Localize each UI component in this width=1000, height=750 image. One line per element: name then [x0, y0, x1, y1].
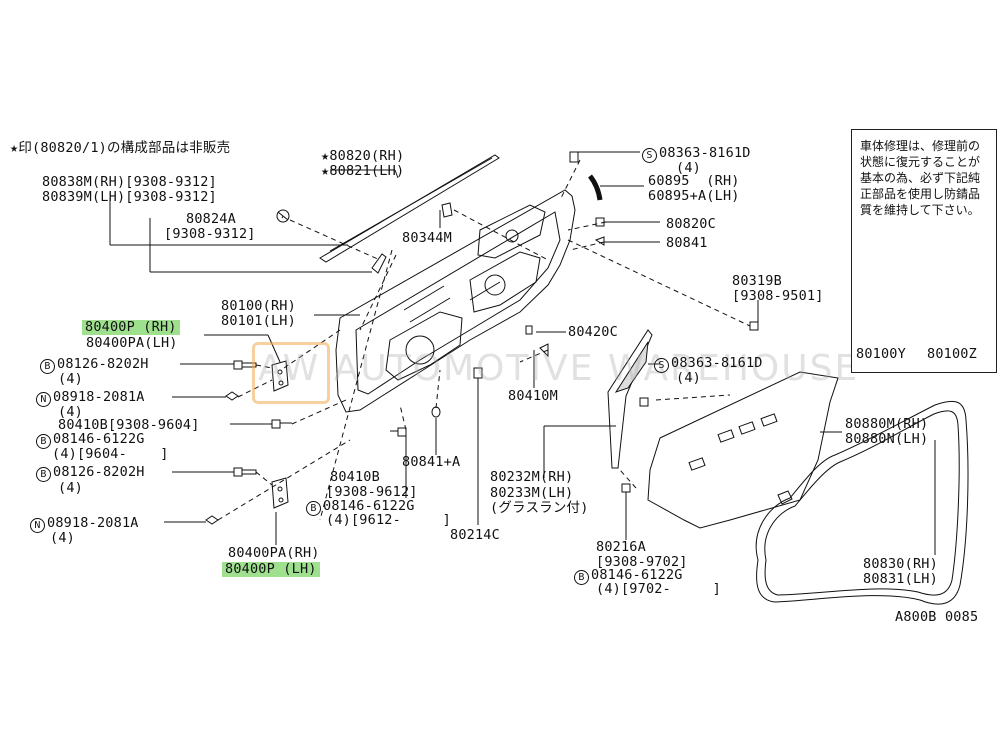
clip-80344m: [441, 202, 453, 218]
product-label-80100z: 80100Z: [927, 346, 977, 362]
n-symbol-icon: N: [30, 518, 45, 533]
b-symbol-icon: B: [306, 501, 321, 516]
b-symbol-icon: B: [36, 434, 51, 449]
label-80400pa-rh: 80400PA(RH): [228, 545, 320, 561]
label-80880n: 80880N(LH): [845, 431, 929, 447]
label-glass-run: (グラスラン付): [490, 500, 589, 516]
label-80400pa-lh: 80400PA(LH): [86, 335, 178, 351]
label-80841: 80841: [666, 235, 708, 251]
label-08918-lower-qty: (4): [50, 530, 75, 546]
label-80880m: 80880M(RH): [845, 416, 929, 432]
door-trim: [647, 371, 839, 529]
footer-code: A800B 0085: [895, 609, 979, 625]
watermark: AW AUTOMOTIVE WAREHOUSE: [258, 348, 860, 389]
label-80410b-lower-range: [9308-9612]: [326, 484, 418, 500]
guide-lines: [217, 159, 751, 521]
watermark-logo-box: [252, 342, 330, 404]
s-symbol-icon: S: [654, 358, 669, 373]
label-80232m: 80232M(RH): [490, 469, 574, 485]
label-80830: 80830(RH): [863, 556, 938, 572]
label-80410m: 80410M: [508, 388, 558, 404]
weatherstrip-outer: [319, 154, 500, 263]
label-80344m: 80344M: [402, 230, 452, 246]
label-80216a: 80216A: [596, 539, 646, 555]
label-80420c: 80420C: [568, 324, 618, 340]
label-80319b: 80319B: [732, 273, 782, 289]
upper-hinge: [271, 360, 289, 392]
s-symbol-icon: S: [642, 148, 657, 163]
label-80824a-range: [9308-9312]: [164, 226, 256, 242]
label-80233m: 80233M(LH): [490, 485, 574, 501]
b-symbol-icon: B: [36, 467, 51, 482]
leader-lines: [109, 151, 936, 555]
lower-hinge: [271, 477, 289, 509]
label-08146-upper-range: (4)[9604- ]: [52, 446, 169, 462]
label-08363-mid-qty: (4): [676, 370, 701, 386]
n-symbol-icon: N: [36, 392, 51, 407]
label-80100: 80100(RH): [221, 298, 296, 314]
label-08126-upper-qty: (4): [58, 371, 83, 387]
label-60895: 60895 (RH): [648, 173, 740, 189]
repair-note-box: 車体修理は、修理前の状態に復元することが基本の為、必ず下記純正部品を使用し防錆品…: [851, 129, 997, 373]
label-80831: 80831(LH): [863, 571, 938, 587]
molding-piece: [371, 253, 387, 274]
label-08126-lower-qty: (4): [58, 480, 83, 496]
label-80820c: 80820C: [666, 216, 716, 232]
door-seal: [755, 400, 969, 605]
label-80821: ★80821(LH): [321, 163, 405, 179]
door-panel: [335, 189, 576, 413]
label-08146-right-range: (4)[9702- ]: [596, 581, 721, 597]
label-08918-upper-qty: (4): [58, 404, 83, 420]
label-80838m: 80838M(RH)[9308-9312]: [42, 174, 217, 190]
label-80400p-rh: 80400P (RH): [82, 320, 180, 335]
label-80101: 80101(LH): [221, 313, 296, 329]
label-80820: ★80820(RH): [321, 148, 405, 164]
label-80216a-range: [9308-9702]: [596, 554, 688, 570]
label-80841a: 80841+A: [402, 454, 461, 470]
label-80410b-upper: 80410B[9308-9604]: [58, 417, 200, 433]
window-frame: [607, 329, 653, 469]
b-symbol-icon: B: [40, 359, 55, 374]
label-08363-top-qty: (4): [676, 160, 701, 176]
label-80400p-lh: 80400P (LH): [222, 562, 320, 577]
repair-note-text: 車体修理は、修理前の状態に復元することが基本の為、必ず下記純正部品を使用し防錆品…: [860, 139, 981, 217]
label-60895a: 60895+A(LH): [648, 188, 740, 204]
b-symbol-icon: B: [574, 570, 589, 585]
label-80839m: 80839M(LH)[9308-9312]: [42, 189, 217, 205]
label-80319b-range: [9308-9501]: [732, 288, 824, 304]
label-80824a: 80824A: [186, 211, 236, 227]
header-note: ★印(80820/1)の構成部品は非販売: [10, 140, 231, 156]
product-label-80100y: 80100Y: [856, 346, 906, 362]
label-80410b-lower: 80410B: [330, 469, 380, 485]
label-80214c: 80214C: [450, 527, 500, 543]
label-08146-lower-range: (4)[9612- ]: [326, 512, 451, 528]
